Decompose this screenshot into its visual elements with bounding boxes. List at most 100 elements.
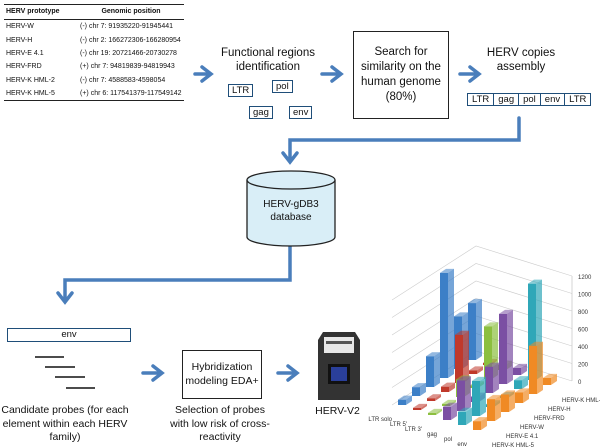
arrow-icon (56, 238, 292, 305)
family-label: HERV-H (548, 407, 571, 413)
bar-side (522, 376, 528, 389)
bar (515, 392, 523, 403)
bar-side (465, 376, 471, 411)
family-label: HERV-W (520, 425, 544, 431)
bar (428, 413, 436, 415)
bar (458, 411, 466, 425)
category-label: env (457, 442, 467, 447)
genomic-position: (+) chr 6: 117541379-117549142 (80, 90, 182, 98)
arrow-icon (281, 116, 521, 165)
bar (487, 399, 495, 421)
bar-side (477, 366, 483, 374)
bar-top (426, 394, 442, 399)
table-row: HERV-K HML-2(-) chr 7: 4588583-4598054 (4, 74, 184, 87)
tag-env: env (289, 106, 313, 119)
hybridization-title: Hybridization modeling EDA+ (185, 361, 259, 387)
probes-caption: Candidate probes (for each element withi… (1, 404, 129, 443)
bar-side (451, 402, 457, 420)
bar-top (514, 388, 530, 393)
search-box: Search for similarity on the human genom… (353, 31, 449, 119)
z-tick-label: 200 (578, 363, 589, 369)
prototype-name: HERV-E 4.1 (6, 49, 44, 57)
microarray-chip-icon (318, 332, 360, 400)
prototype-name: HERV-K HML-5 (6, 90, 55, 98)
hybridization-caption: Selection of probes with low risk of cro… (170, 404, 270, 443)
assembly-tag: gag (493, 94, 518, 105)
chip-label: HERV-V2 (315, 405, 360, 417)
arrow-icon (141, 364, 165, 382)
bar-top (411, 383, 427, 388)
bar-top (471, 376, 487, 382)
bar-top (456, 376, 472, 381)
search-title: Search for similarity on the human genom… (361, 46, 441, 103)
env-bar: env (7, 328, 131, 342)
bar-side (537, 341, 543, 394)
category-label: gag (427, 432, 437, 438)
prototype-name: HERV-H (6, 36, 33, 44)
tag-pol: pol (272, 80, 293, 93)
bar (543, 378, 551, 385)
bar-top (527, 279, 543, 284)
bar-side (476, 299, 482, 360)
table-row: HERV-W(-) chr 7: 91935220-91945441 (4, 20, 184, 34)
table-row: HERV-H(-) chr 2: 166272306-166280954 (4, 33, 184, 46)
bar (469, 370, 477, 374)
functional-title: Functional regions identification (221, 47, 315, 73)
prototype-name: HERV-K HML-2 (6, 76, 55, 84)
bar-top (528, 341, 544, 347)
category-label: LTR 3' (405, 427, 422, 433)
bar-top (442, 402, 458, 408)
bar (499, 314, 507, 384)
bar-side (435, 394, 441, 401)
table-row: HERV-E 4.1(-) chr 19: 20721466-20730278 (4, 47, 184, 60)
bar-side (523, 388, 529, 403)
assembly-tag: LTR (472, 94, 490, 105)
bar-top (472, 417, 488, 422)
bar-top (512, 363, 528, 369)
header-position: Genomic position (78, 4, 184, 20)
bar-side (448, 269, 454, 378)
bar (529, 345, 537, 394)
assembly-tag: pol (518, 94, 540, 105)
bar-top (454, 330, 470, 336)
z-tick-label: 0 (578, 380, 582, 386)
herv-prototype-table: HERV prototype Genomic position HERV-W(-… (4, 4, 184, 102)
bar (440, 273, 448, 378)
z-tick-label: 1000 (578, 293, 592, 299)
bar-side (406, 395, 412, 405)
tag-gag: gag (249, 106, 273, 119)
bar (514, 380, 522, 389)
category-label: LTR 5' (390, 422, 407, 428)
assembly-tags: LTR gag pol env LTR (467, 93, 592, 106)
bar (443, 406, 451, 420)
assembly-tag: env (539, 94, 564, 105)
database-label: HERV-gDB3 database (263, 199, 319, 223)
bar (441, 386, 449, 392)
bar-top (483, 322, 499, 327)
bar (468, 303, 476, 360)
bar (484, 326, 492, 379)
bar-side (463, 330, 469, 383)
bar (513, 368, 521, 375)
genomic-position: (-) chr 7: 91935220-91945441 (80, 23, 174, 31)
family-label: HERV-K HML-5 (492, 443, 535, 447)
bar-side (436, 409, 442, 415)
bar (473, 421, 481, 430)
bar-side (481, 417, 487, 430)
z-tick-label: 1200 (578, 275, 592, 281)
prototype-name: HERV-FRD (6, 63, 42, 71)
bar-top (500, 390, 516, 395)
bar-top (486, 394, 502, 400)
bar (413, 408, 421, 410)
bar-top (467, 298, 483, 304)
bar-side (421, 404, 427, 410)
bar-top (513, 376, 529, 381)
bar-side (493, 362, 499, 393)
arrow-icon (320, 65, 344, 83)
bar (528, 283, 536, 380)
bar-top (425, 352, 441, 357)
bar (472, 381, 480, 416)
bar-top (412, 403, 428, 409)
